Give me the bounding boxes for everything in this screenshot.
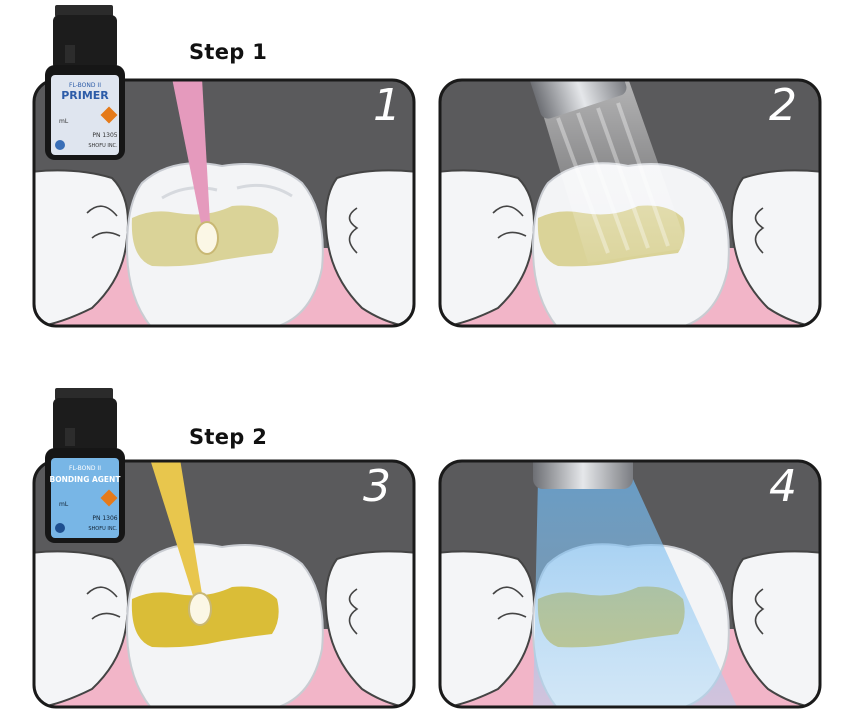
svg-text:FL-BOND II: FL-BOND II [69,82,101,89]
air-stream [538,80,688,263]
svg-text:mL: mL [59,501,69,508]
panel-number: 1 [373,80,401,131]
step-1-label: Step 1 [189,40,268,64]
panel-2-air-dry: 2 [438,78,822,328]
step-2-label: Step 2 [189,425,268,449]
brush-tip [195,221,219,255]
svg-text:PN 1306: PN 1306 [92,515,117,522]
right-tooth [324,169,414,326]
panel-number: 2 [769,80,797,131]
svg-text:SHOFU INC.: SHOFU INC. [88,526,118,532]
bottle-label [51,75,119,155]
panel-4-light-cure: 4 [438,459,822,709]
svg-text:PN 1305: PN 1305 [92,132,117,139]
panel-frame [32,78,416,328]
svg-text:FL-BOND II: FL-BOND II [69,465,101,472]
applicator-brush [172,80,210,228]
svg-text:SHOFU INC.: SHOFU INC. [88,143,118,149]
brush-tip [188,592,212,626]
bonding-agent-bottle: FL-BOND II BONDING AGENT mL PN 1306 SHOF… [45,388,125,543]
bottle-label [51,458,119,538]
svg-text:mL: mL [59,118,69,125]
svg-text:PRIMER: PRIMER [61,89,109,102]
air-syringe-nozzle [529,80,627,119]
primer-bottle: FL-BOND II PRIMER mL PN 1305 SHOFU INC. [45,5,125,160]
applicator-brush [150,461,202,599]
curing-light-beam [533,479,738,707]
svg-text:BONDING AGENT: BONDING AGENT [50,475,122,484]
panel-number: 4 [769,461,797,512]
curing-light-nozzle [533,461,633,489]
panel-1-apply-primer: 1 [32,78,416,328]
panel-number: 3 [363,461,391,512]
